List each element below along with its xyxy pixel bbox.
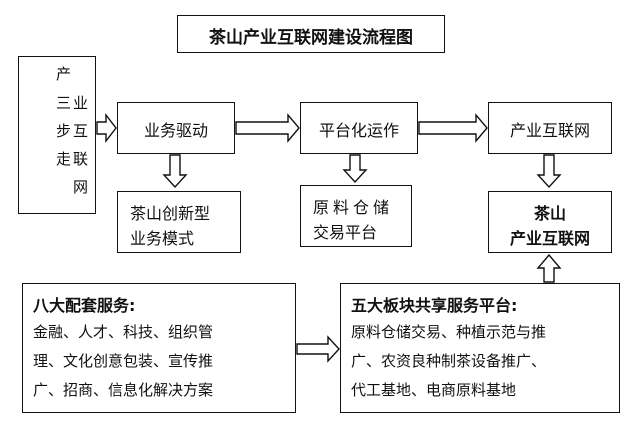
sub-business-model: 茶山创新型 业务模式	[117, 191, 241, 253]
platforms-line3: 代工基地、电商原料基地	[351, 381, 517, 399]
sub-trading-platform-line1: 原料仓储	[313, 198, 394, 217]
left-col-inner-4: 联	[73, 150, 89, 168]
step-business-drive: 业务驱动	[117, 102, 235, 154]
services-heading: 八大配套服务:	[33, 296, 136, 315]
arrow-step1-down	[162, 154, 188, 189]
step-industry-internet: 产业互联网	[488, 102, 612, 154]
arrow-step1-to-step2	[235, 113, 300, 143]
left-col-inner-3: 互	[73, 122, 89, 140]
platforms-line1: 原料仓储交易、种植示范与推	[351, 323, 547, 341]
platforms-heading: 五大板块共享服务平台:	[351, 296, 518, 315]
step-platform-operation-label: 平台化运作	[318, 121, 399, 140]
title-box: 茶山产业互联网建设流程图	[177, 15, 445, 53]
left-col-outer-3: 走	[56, 150, 72, 168]
services-box: 八大配套服务: 金融、人才、科技、组织管 理、文化创意包装、宣传推 广、招商、信…	[22, 283, 296, 413]
sub-trading-platform: 原料仓储 交易平台	[300, 185, 412, 247]
arrow-left-to-step1	[96, 112, 117, 144]
step-business-drive-label: 业务驱动	[143, 121, 208, 140]
left-col-inner-2: 业	[73, 94, 89, 112]
left-col-outer-2: 步	[56, 122, 72, 140]
arrow-step2-down	[342, 154, 368, 184]
three-step-box: 产 步 走 三 业 互 联 网	[18, 56, 96, 214]
arrow-platforms-up	[536, 253, 562, 283]
services-line2: 理、文化创意包装、宣传推	[33, 352, 214, 370]
arrow-step3-down	[536, 154, 562, 189]
platforms-line2: 广、农资良种制茶设备推广、	[351, 352, 547, 370]
services-line3: 广、招商、信息化解决方案	[33, 381, 214, 399]
sub-business-model-line1: 茶山创新型	[130, 204, 211, 223]
platforms-box: 五大板块共享服务平台: 原料仓储交易、种植示范与推 广、农资良种制茶设备推广、 …	[340, 283, 620, 413]
step-industry-internet-label: 产业互联网	[509, 121, 590, 140]
services-line1: 金融、人才、科技、组织管	[33, 323, 214, 341]
left-col-inner-1: 三	[56, 94, 72, 112]
sub-trading-platform-line2: 交易平台	[313, 223, 378, 242]
result-teashan-internet: 茶山 产业互联网	[488, 191, 612, 253]
result-line2: 产业互联网	[509, 229, 590, 248]
sub-business-model-line2: 业务模式	[130, 229, 195, 248]
step-platform-operation: 平台化运作	[300, 102, 418, 154]
left-col-outer-1: 产	[56, 65, 72, 83]
arrow-step2-to-step3	[418, 113, 488, 143]
result-line1: 茶山	[533, 204, 566, 223]
left-col-inner-5: 网	[73, 178, 89, 196]
arrow-services-to-platforms	[296, 335, 340, 363]
diagram-title: 茶山产业互联网建设流程图	[209, 28, 413, 48]
